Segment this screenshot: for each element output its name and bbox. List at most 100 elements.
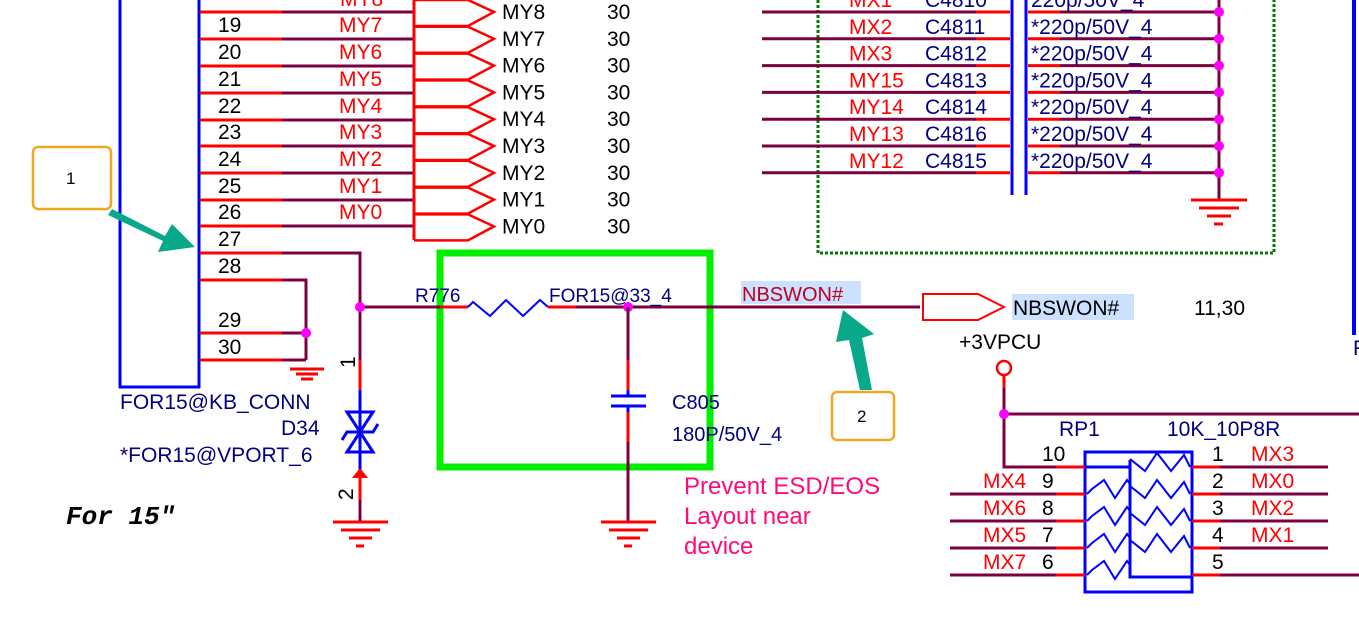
rpack-net-label: MX4: [983, 470, 1027, 493]
pin-net-label: MY0: [339, 201, 382, 224]
resistor-ref: R776: [415, 286, 460, 307]
keyboard-connector: FOR15@KB_CONN: [118, 0, 311, 414]
junction-dot: [999, 409, 1009, 419]
junction-dot: [355, 302, 365, 312]
junction-dot: [1214, 167, 1224, 178]
callout-label: 1: [66, 169, 75, 188]
connector-pin-rows: MY8 19MY720MY621MY522MY423MY324MY225MY12…: [200, 0, 415, 359]
ground-icon: [601, 520, 656, 548]
pin-number: 25: [218, 175, 241, 198]
resistor-icon: [1129, 532, 1191, 554]
junction-dot: [1214, 33, 1224, 44]
port-page-ref: 30: [607, 108, 630, 131]
resistor-icon: [1086, 532, 1131, 554]
rpack-pin-number: 2: [1212, 470, 1224, 493]
pin-net-label: MY6: [339, 41, 382, 64]
cap-ref: C4810: [925, 0, 987, 12]
offpage-port-icon: [414, 0, 497, 28]
rpack-pin-number: 9: [1042, 470, 1054, 493]
pin-number: 20: [218, 41, 241, 64]
cap-net-label: MY15: [849, 69, 904, 92]
capacitor-array: F MX1C4810220p/50V_4MX2C4811*220p/50V_4M…: [762, 0, 1359, 360]
diode-ref: D34: [281, 417, 320, 440]
rpack-body: [1083, 450, 1194, 594]
port-net-label[interactable]: NBSWON#: [1013, 297, 1120, 320]
rpack-pin-number: 7: [1042, 524, 1054, 547]
resistor-icon: [1129, 478, 1191, 500]
cap-net-label: MY14: [849, 96, 904, 119]
junction-dot: [301, 328, 311, 338]
power-rail-icon: [995, 359, 1013, 377]
cap-ref: C4815: [925, 150, 987, 173]
port-page-ref: 30: [607, 81, 630, 104]
wire-pin28: [282, 278, 308, 360]
rpack-net-label: MX3: [1251, 443, 1294, 466]
rpack-net-label: MX6: [983, 497, 1026, 520]
pin-arrow-icon: [352, 468, 368, 478]
cap-value: *220p/50V_4: [1031, 43, 1153, 66]
cap-value: *220p/50V_4: [1031, 123, 1153, 146]
cap-net-label: MX2: [849, 16, 892, 39]
connector-refdes: FOR15@KB_CONN: [120, 391, 311, 414]
pin-net-label: MY1: [339, 175, 382, 198]
offpage-port-icon: [414, 186, 497, 215]
diode-pin2-label: 2: [335, 488, 358, 500]
rpack-net-label: MX7: [983, 551, 1026, 574]
port-net-label: MY7: [502, 28, 545, 51]
port-net-label: MY1: [502, 189, 545, 212]
pin-number: 27: [218, 228, 241, 251]
ground-icon: [1191, 198, 1247, 226]
junction-dot: [1214, 7, 1224, 17]
junction-dot: [1214, 141, 1224, 151]
cap-value: *220p/50V_4: [1031, 69, 1153, 92]
esd-note-line: Prevent ESD/EOS: [684, 473, 880, 500]
cap-value: *220p/50V_4: [1031, 16, 1153, 39]
port-net-label: MY2: [502, 162, 545, 185]
esd-filter: R776 FOR15@33_4 C805 180P/50V_4 Prevent …: [355, 249, 920, 560]
tvs-diode-icon: [344, 410, 376, 435]
offpage-port-icon: [414, 213, 497, 242]
resistor-icon: [1129, 451, 1191, 473]
diode-value: *FOR15@VPORT_6: [120, 444, 313, 467]
rpack-net-label: MX5: [983, 524, 1026, 547]
cap-net-label: MX1: [849, 0, 892, 12]
rpack-pin-number: 10: [1042, 443, 1065, 466]
pin-net-label: MY3: [339, 121, 382, 144]
ground-icon: [333, 520, 388, 548]
pin-number: 23: [218, 121, 241, 144]
callout-arrow-icon: [836, 310, 874, 390]
callout-2[interactable]: 2: [830, 310, 896, 442]
callout-box[interactable]: [31, 145, 113, 211]
port-net-label: MY0: [502, 215, 545, 238]
cap-net-label: MY12: [849, 150, 904, 173]
rpack-net-label: MX1: [1251, 524, 1294, 547]
cap-ref: C4816: [925, 123, 987, 146]
offpage-port-icon: [414, 52, 497, 81]
offpage-port-icon: [414, 132, 497, 162]
pin-net-label: MY8: [340, 0, 383, 11]
net-label-highlight: [741, 281, 861, 304]
callout-label: 2: [857, 407, 866, 426]
highlight-box: [436, 249, 714, 471]
pin-number: 30: [218, 336, 241, 359]
callout-1[interactable]: 1: [31, 145, 195, 252]
resistor-icon: [1086, 478, 1131, 500]
port-page-ref: 30: [607, 215, 630, 238]
power-label: +3VPCU: [959, 331, 1041, 354]
offpage-port-icon: [414, 105, 497, 135]
callout-box[interactable]: [830, 390, 896, 442]
junction-dot: [1214, 114, 1224, 125]
rpack-pin-number: 5: [1212, 551, 1224, 574]
cap-ref: C4814: [925, 96, 987, 119]
port-label-highlight: [1012, 294, 1134, 320]
rpack-pin-number: 1: [1212, 443, 1224, 466]
junction-dot: [1214, 87, 1224, 98]
resistor-icon: [467, 298, 549, 318]
pin-net-label: MY7: [339, 14, 382, 37]
pin-number: 21: [218, 68, 241, 91]
rpack-ref: RP1: [1059, 418, 1100, 441]
pin-27-30-wiring: [200, 251, 362, 381]
net-label[interactable]: NBSWON#: [742, 284, 844, 306]
